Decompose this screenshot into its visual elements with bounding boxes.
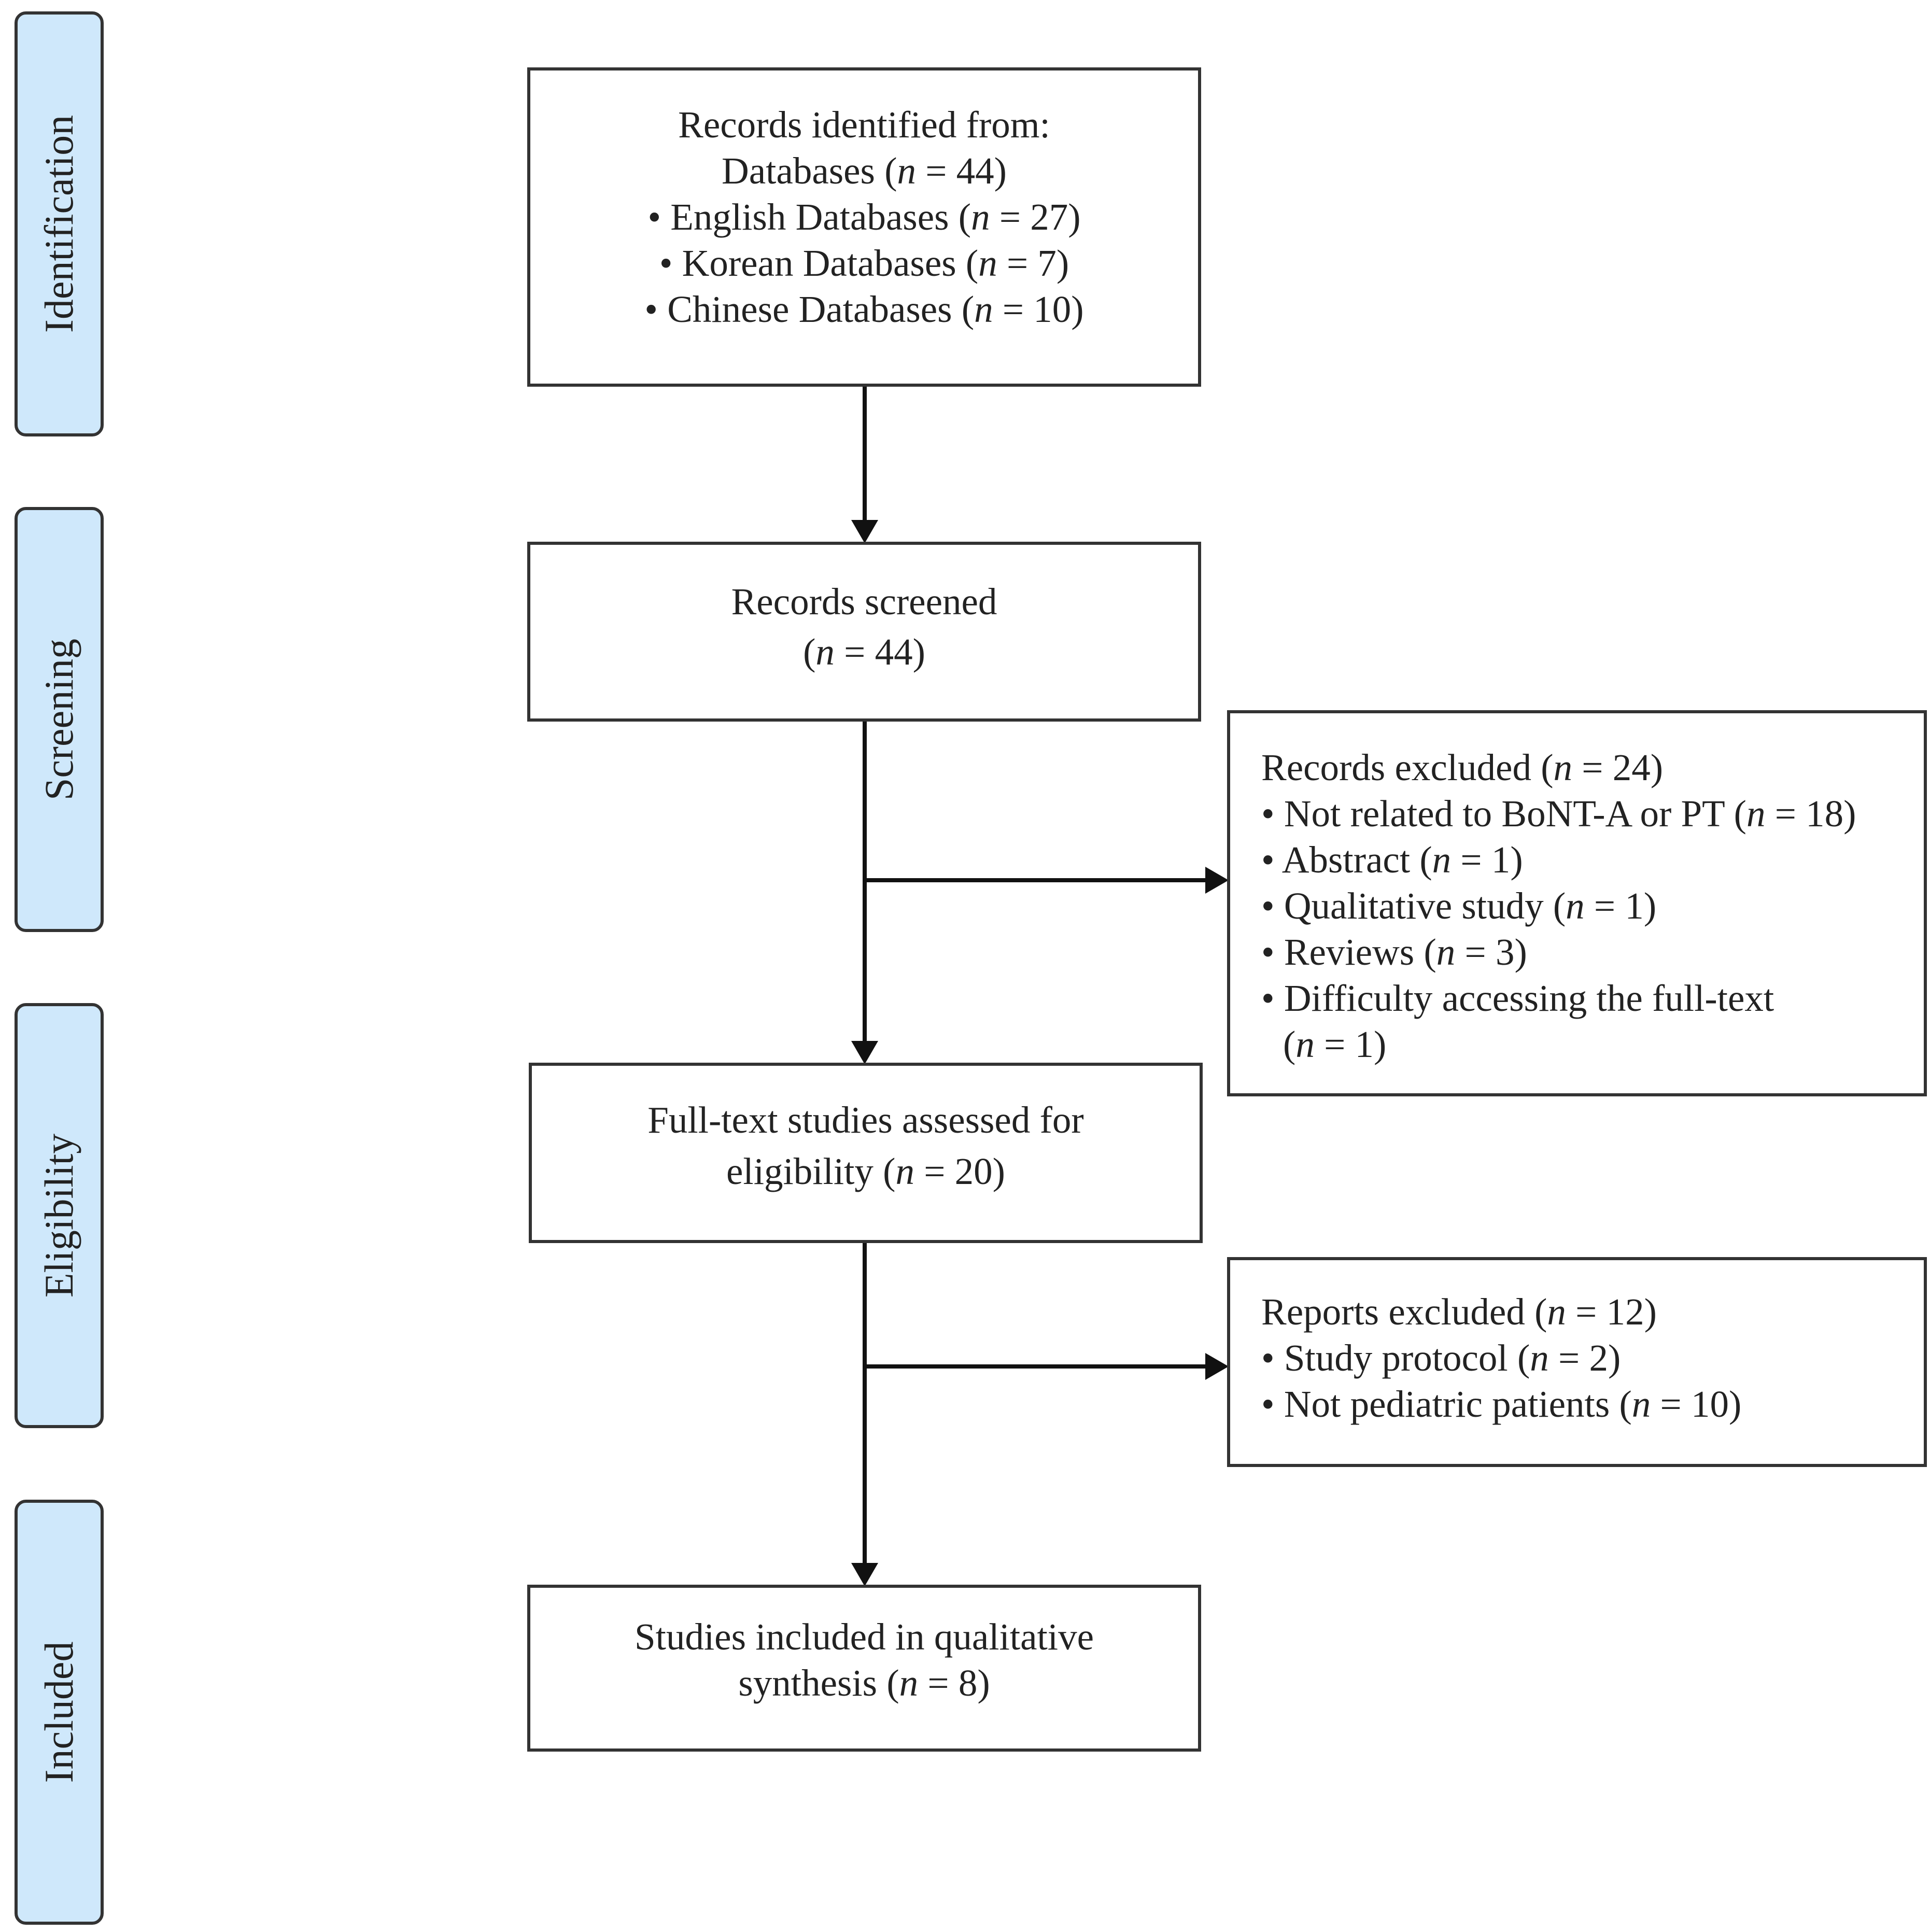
exclusion-item-reviews: • Reviews (n = 3): [1261, 931, 1527, 973]
arrowhead-included: [851, 1563, 878, 1586]
database-item-korean: • Korean Databases (n = 7): [659, 242, 1069, 284]
phase-included: Included: [15, 1500, 104, 1925]
databases-total: Databases (n = 44): [722, 150, 1007, 192]
exclusion-item-full-text-access: • Difficulty accessing the full-text: [1261, 977, 1774, 1019]
report-item-not-pediatric: • Not pediatric patients (n = 10): [1261, 1383, 1742, 1425]
phase-eligibility: Eligibility: [15, 1003, 104, 1428]
phase-identification: Identification: [15, 11, 104, 436]
reports-excluded-box: Reports excluded (n = 12) • Study protoc…: [1227, 1257, 1927, 1467]
exclusion-item-qualitative: • Qualitative study (n = 1): [1261, 885, 1657, 927]
records-excluded-title: Records excluded (n = 24): [1261, 746, 1663, 788]
database-item-english: • English Databases (n = 27): [647, 196, 1081, 238]
arrowhead-records-excluded: [1205, 867, 1229, 894]
arrowhead-screened: [851, 520, 878, 543]
reports-excluded-title: Reports excluded (n = 12): [1261, 1291, 1657, 1333]
exclusion-item-not-related: • Not related to BoNT-A or PT (n = 18): [1261, 793, 1856, 835]
exclusion-item-abstract: • Abstract (n = 1): [1261, 839, 1523, 881]
studies-included-line2: synthesis (n = 8): [738, 1662, 990, 1704]
full-text-assessed-box: Full-text studies assessed for eligibili…: [529, 1063, 1203, 1243]
arrowhead-reports-excluded: [1205, 1353, 1229, 1380]
records-identified-box: Records identified from: Databases (n = …: [527, 67, 1201, 387]
phase-screening: Screening: [15, 507, 104, 932]
arrowhead-fulltext: [851, 1041, 878, 1064]
studies-included-line1: Studies included in qualitative: [635, 1616, 1094, 1658]
records-screened-box: Records screened (n = 44): [527, 542, 1201, 722]
records-identified-title: Records identified from:: [678, 104, 1050, 146]
studies-included-box: Studies included in qualitative synthesi…: [527, 1585, 1201, 1752]
full-text-line1: Full-text studies assessed for: [647, 1099, 1084, 1141]
report-item-study-protocol: • Study protocol (n = 2): [1261, 1337, 1621, 1379]
exclusion-item-full-text-access-count: (n = 1): [1283, 1023, 1387, 1065]
records-excluded-box: Records excluded (n = 24) • Not related …: [1227, 710, 1927, 1096]
records-screened-count: (n = 44): [803, 631, 925, 673]
records-screened-title: Records screened: [731, 581, 997, 623]
full-text-line2: eligibility (n = 20): [726, 1150, 1005, 1192]
database-item-chinese: • Chinese Databases (n = 10): [644, 288, 1084, 330]
